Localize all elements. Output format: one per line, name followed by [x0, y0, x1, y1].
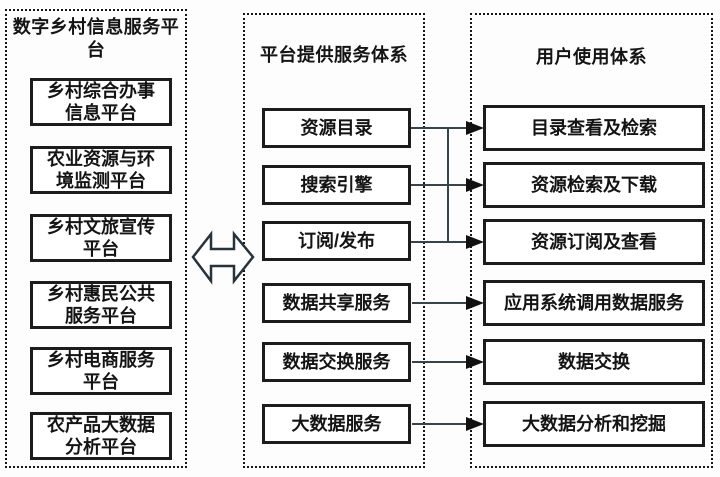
middle-node-resource-catalog: 资源目录	[262, 108, 411, 148]
right-panel-title: 用户使用体系	[536, 47, 647, 67]
right-node-app-system-data-call: 应用系统调用数据服务	[483, 280, 705, 326]
left-node-comprehensive-affairs: 乡村综合办事 信息平台	[30, 78, 172, 126]
right-node-resource-subscribe-view: 资源订阅及查看	[483, 219, 705, 265]
right-node-data-exchange: 数据交换	[483, 339, 705, 385]
right-node-resource-search-download: 资源检索及下载	[483, 162, 705, 208]
right-node-bigdata-analysis-mining: 大数据分析和挖掘	[483, 401, 705, 447]
left-panel-title: 数字乡村信息服务平 台	[12, 17, 180, 60]
left-node-ecommerce-service: 乡村电商服务 平台	[30, 347, 172, 395]
middle-node-bigdata-service: 大数据服务	[262, 404, 411, 444]
left-node-public-welfare-service: 乡村惠民公共 服务平台	[30, 281, 172, 329]
panel-platform-left	[5, 9, 187, 468]
left-node-culture-tourism: 乡村文旅宣传 平台	[30, 214, 172, 262]
middle-node-data-exchange-service: 数据交换服务	[262, 342, 411, 382]
left-node-agri-resource-monitoring: 农业资源与环 境监测平台	[30, 146, 172, 194]
middle-panel-title: 平台提供服务体系	[260, 45, 408, 65]
middle-node-search-engine: 搜索引擎	[262, 165, 411, 205]
middle-node-subscribe-publish: 订阅/发布	[262, 221, 411, 261]
right-node-catalog-view-search: 目录查看及检索	[483, 105, 705, 151]
left-node-agri-bigdata-analysis: 农产品大数据 分析平台	[30, 412, 172, 460]
middle-node-data-sharing: 数据共享服务	[262, 283, 411, 323]
